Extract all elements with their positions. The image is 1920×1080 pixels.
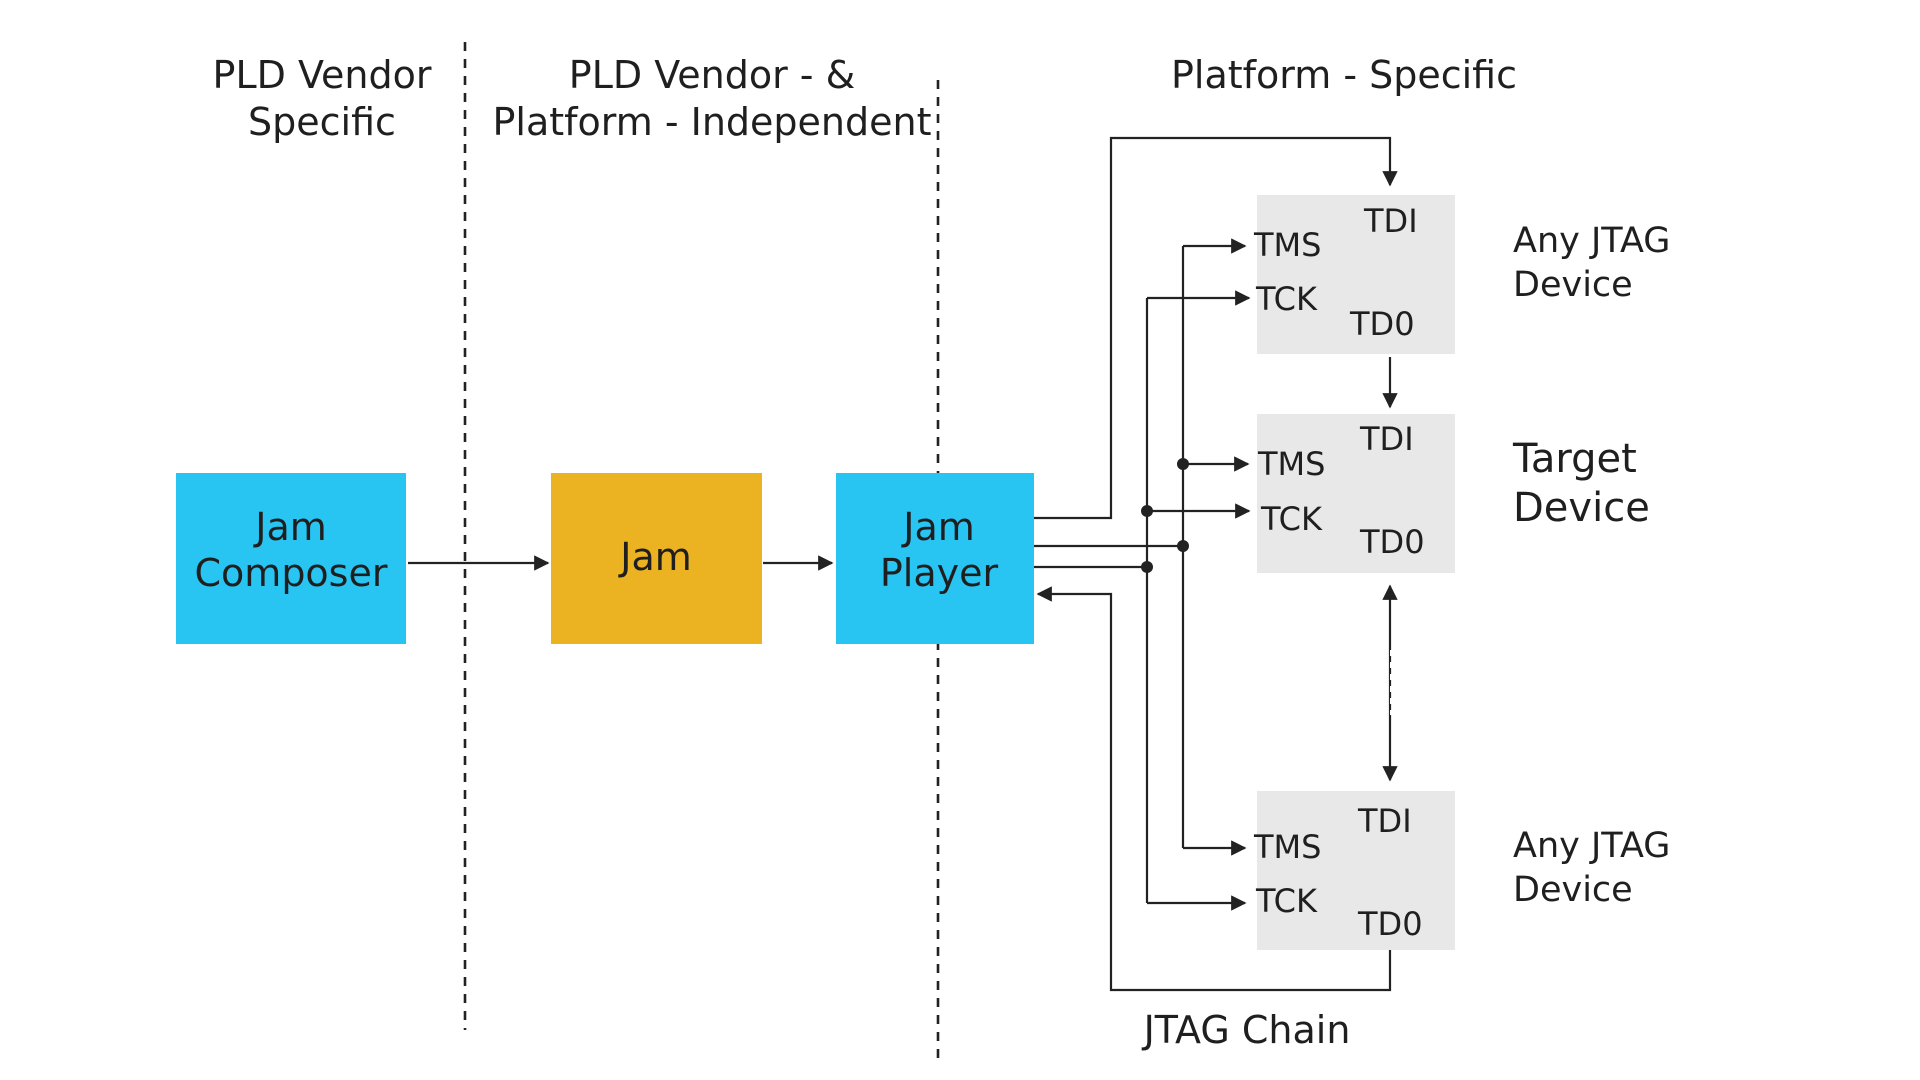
- jam-composer-block: [176, 473, 406, 644]
- tck-junction-feed: [1141, 561, 1153, 573]
- device-bottom-box: [1257, 791, 1455, 950]
- middle-tdo-label: TD0: [1359, 523, 1425, 561]
- device-top-box: [1257, 195, 1455, 354]
- jam-block: [551, 473, 762, 644]
- tdo-return-wire: [1036, 586, 1392, 992]
- top-tdo-label: TD0: [1349, 305, 1415, 343]
- middle-tms-label: TMS: [1257, 445, 1325, 483]
- header-independent-line2: Platform - Independent: [493, 100, 932, 144]
- device-middle-box: [1257, 414, 1455, 573]
- bottom-tdo-label: TD0: [1357, 905, 1423, 943]
- tms-junction-feed: [1177, 540, 1189, 552]
- tdi-wire: [1034, 136, 1398, 520]
- top-device-label-line1: Any JTAG: [1513, 221, 1670, 261]
- bottom-device-label-line1: Any JTAG: [1513, 826, 1670, 866]
- top-device-label-line2: Device: [1513, 265, 1633, 305]
- bottom-tdi-label: TDI: [1357, 802, 1412, 840]
- header-platform-specific: Platform - Specific: [1171, 53, 1517, 97]
- middle-device-label-line2: Device: [1513, 485, 1650, 531]
- jam-player-label-line2: Player: [880, 551, 999, 595]
- tck-junction-middle: [1141, 505, 1153, 517]
- middle-device-label-line1: Target: [1512, 436, 1637, 482]
- jam-composer-label-line2: Composer: [195, 551, 388, 595]
- middle-tck-label: TCK: [1260, 500, 1323, 538]
- jam-player-label-line1: Jam: [901, 505, 975, 549]
- jam-label: Jam: [618, 535, 692, 579]
- top-tms-label: TMS: [1253, 226, 1321, 264]
- header-vendor-specific-line1: PLD Vendor: [213, 53, 432, 97]
- bottom-device-label-line2: Device: [1513, 870, 1633, 910]
- top-tck-label: TCK: [1255, 280, 1318, 318]
- bottom-tms-label: TMS: [1253, 828, 1321, 866]
- top-tdi-label: TDI: [1363, 202, 1418, 240]
- jam-player-block: [836, 473, 1034, 644]
- header-vendor-specific-line2: Specific: [248, 100, 396, 144]
- header-independent-line1: PLD Vendor - &: [569, 53, 855, 97]
- jtag-chain-label: JTAG Chain: [1142, 1008, 1351, 1052]
- middle-tdi-label: TDI: [1359, 420, 1414, 458]
- bottom-tck-label: TCK: [1255, 882, 1318, 920]
- jam-composer-label-line1: Jam: [253, 505, 327, 549]
- tms-junction-middle: [1177, 458, 1189, 470]
